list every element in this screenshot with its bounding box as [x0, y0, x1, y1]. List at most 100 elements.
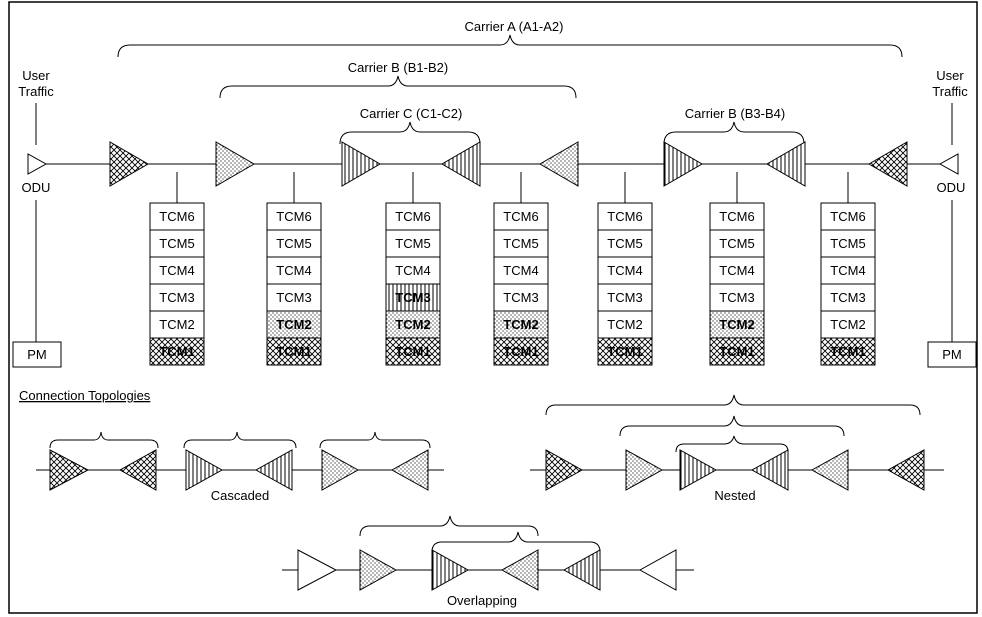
tcm-cell-tcm4 [493, 256, 549, 285]
tcm-cell-tcm2 [709, 310, 765, 339]
tcm-label: TCM4 [830, 263, 865, 278]
tcm-label: TCM3 [830, 290, 865, 305]
tri-c2-vlines [441, 141, 481, 187]
odu-right-triangle [938, 153, 959, 175]
pm-right-box [927, 341, 977, 368]
carrier-b2-label: Carrier B (B3-B4) [685, 106, 785, 121]
overlapping-brace-1 [359, 515, 539, 537]
nested-topology: Nested [530, 394, 944, 503]
tcm-label: TCM2 [395, 317, 430, 332]
tcm-label: TCM5 [395, 236, 430, 251]
cascaded-tri-4 [254, 449, 293, 491]
cascaded-label: Cascaded [211, 488, 270, 503]
tcm-cell-tcm3 [149, 283, 205, 312]
cascaded-tri-3 [185, 449, 224, 491]
odu-left-triangle [27, 153, 48, 175]
overlapping-tri-5 [562, 549, 601, 591]
tcm-label: TCM2 [607, 317, 642, 332]
overlapping-tri-4 [500, 549, 539, 591]
cascaded-brace-3 [319, 431, 431, 449]
tcm-cell-tcm1 [820, 337, 876, 366]
cascaded-tri-5 [321, 449, 360, 491]
tcm-label: TCM2 [719, 317, 754, 332]
carrier-a-label: Carrier A (A1-A2) [465, 19, 564, 34]
tcm-cell-tcm6 [493, 202, 549, 231]
tcm-label: TCM3 [607, 290, 642, 305]
tcm-label: TCM5 [276, 236, 311, 251]
tcm-label: TCM4 [159, 263, 194, 278]
tcm-cell-tcm6 [820, 202, 876, 231]
pm-right-label: PM [942, 347, 962, 362]
tcm-cell-tcm4 [597, 256, 653, 285]
tcm-label: TCM4 [395, 263, 430, 278]
nested-label: Nested [714, 488, 755, 503]
tcm-cell-tcm1 [385, 337, 441, 366]
brace-carrier-a [117, 34, 903, 58]
tcm-cell-tcm6 [149, 202, 205, 231]
tcm-cell-tcm3 [820, 283, 876, 312]
tcm-cell-tcm5 [149, 229, 205, 258]
overlapping-tri-2 [359, 549, 398, 591]
tcm-label: TCM3 [503, 290, 538, 305]
carrier-c-label: Carrier C (C1-C2) [360, 106, 463, 121]
nested-tri-1 [545, 449, 584, 491]
tcm-label: TCM1 [395, 344, 430, 359]
tcm-label: TCM5 [159, 236, 194, 251]
tcm-cell-tcm5 [266, 229, 322, 258]
tcm-label: TCM6 [719, 209, 754, 224]
tri-b4-vlines [766, 141, 806, 187]
tcm-label: TCM5 [503, 236, 538, 251]
nested-tri-3 [679, 449, 718, 491]
tcm-label: TCM2 [159, 317, 194, 332]
tri-b2-dots [539, 141, 579, 187]
tcm-cell-tcm4 [385, 256, 441, 285]
tcm-cell-tcm5 [385, 229, 441, 258]
tcm-label: TCM1 [159, 344, 194, 359]
overlapping-tri-1 [297, 549, 338, 591]
carrier-b1-label: Carrier B (B1-B2) [348, 60, 448, 75]
tcm-cell-tcm1 [709, 337, 765, 366]
cascaded-brace-1 [49, 431, 159, 449]
tcm-label: TCM5 [830, 236, 865, 251]
tcm-label: TCM5 [719, 236, 754, 251]
overlapping-topology: Overlapping [282, 515, 694, 608]
tri-c1-vlines [341, 141, 381, 187]
tcm-cell-tcm3 [266, 283, 322, 312]
cascaded-tri-6 [390, 449, 429, 491]
tcm-label: TCM4 [276, 263, 311, 278]
tcm-cell-tcm6 [709, 202, 765, 231]
tcm-cell-tcm1 [149, 337, 205, 366]
tcm-cell-tcm2 [493, 310, 549, 339]
nested-tri-6 [886, 449, 925, 491]
overlapping-tri-3 [431, 549, 470, 591]
tcm-label: TCM5 [607, 236, 642, 251]
tcm-label: TCM2 [503, 317, 538, 332]
tcm-cell-tcm2 [385, 310, 441, 339]
tcm-label: TCM3 [719, 290, 754, 305]
overlapping-brace-2 [431, 531, 601, 553]
tcm-label: TCM6 [607, 209, 642, 224]
cascaded-tri-1 [49, 449, 90, 491]
tcm-cell-tcm4 [820, 256, 876, 285]
overlapping-label: Overlapping [447, 593, 517, 608]
nested-tri-4 [750, 449, 789, 491]
tcm-label: TCM3 [395, 290, 430, 305]
brace-carrier-b1 [219, 75, 577, 99]
nested-brace-inner [675, 435, 789, 453]
nested-brace-outer [545, 394, 921, 416]
nested-tri-5 [810, 449, 849, 491]
user-traffic-left-label-2: Traffic [18, 84, 54, 99]
odu-left-label: ODU [22, 180, 51, 195]
tcm-label: TCM3 [276, 290, 311, 305]
tcm-cell-tcm2 [266, 310, 322, 339]
tri-a2-cross [868, 141, 908, 187]
nested-tri-2 [625, 449, 664, 491]
tcm-label: TCM6 [503, 209, 538, 224]
cascaded-topology: Cascaded [36, 431, 444, 503]
tcm-label: TCM6 [830, 209, 865, 224]
